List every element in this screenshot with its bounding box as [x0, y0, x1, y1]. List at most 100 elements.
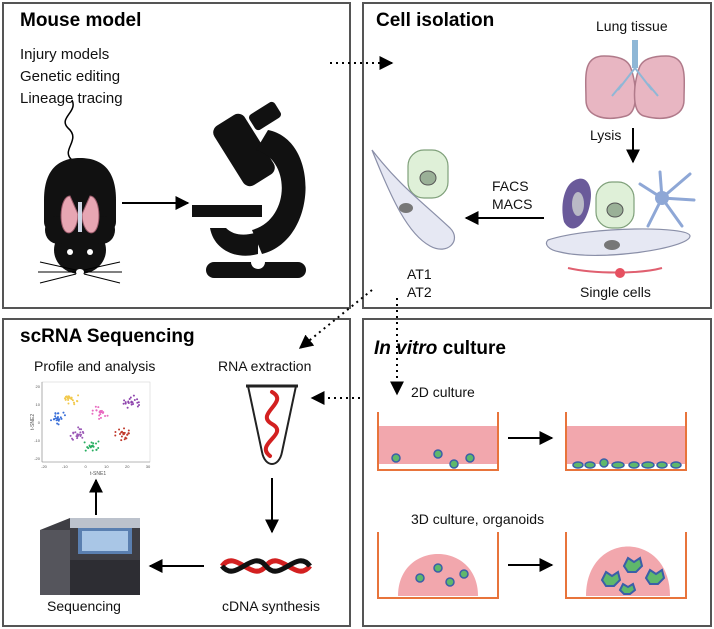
tsne-point — [66, 396, 69, 399]
tsne-point — [91, 444, 94, 447]
tsne-xtick-label: 30 — [146, 464, 151, 469]
tsne-point — [99, 416, 102, 419]
tsne-ytick-label: 0 — [38, 420, 41, 425]
tsne-point — [76, 433, 79, 436]
tsne-point — [129, 396, 132, 399]
tsne-point — [123, 431, 126, 434]
tsne-xtick-label: -10 — [62, 464, 69, 469]
tsne-ytick-label: 10 — [36, 402, 41, 407]
scrna-sequencing-title: scRNA Sequencing — [20, 326, 195, 347]
tsne-point — [95, 409, 98, 412]
sorting-labels: FACS MACS — [492, 177, 532, 213]
tsne-point — [123, 438, 126, 441]
tsne-point — [79, 431, 82, 434]
mouse-model-title: Mouse model — [20, 10, 142, 31]
mouse-illustration — [38, 99, 122, 284]
tsne-point — [77, 434, 80, 437]
tsne-point — [127, 429, 130, 432]
tsne-point — [123, 399, 126, 402]
well-3d-right — [565, 532, 687, 599]
tsne-point — [123, 427, 126, 430]
cdna-synthesis-label: cDNA synthesis — [222, 598, 321, 614]
rna-extraction-label: RNA extraction — [218, 358, 312, 374]
tsne-point — [81, 436, 84, 439]
tsne-point — [80, 428, 83, 431]
cell-isolation-title: Cell isolation — [376, 10, 495, 31]
tsne-point — [91, 412, 94, 415]
tsne-point — [75, 435, 78, 438]
tsne-point — [78, 428, 81, 431]
tsne-point — [86, 446, 89, 449]
tsne-point — [124, 401, 127, 404]
tsne-point — [76, 437, 79, 440]
tsne-point — [77, 426, 80, 429]
tsne-point — [56, 416, 59, 419]
tsne-point — [62, 411, 65, 414]
lysis-label: Lysis — [590, 127, 622, 143]
lung-icon — [584, 40, 686, 120]
tsne-point — [127, 400, 130, 403]
in-vitro-italic: In vitro — [374, 338, 438, 359]
tsne-point — [71, 438, 74, 441]
tsne-point — [54, 412, 57, 415]
mouse-model-list: Injury models Genetic editing Lineage tr… — [20, 44, 123, 110]
lung-tissue-label: Lung tissue — [596, 18, 668, 34]
tsne-point — [84, 449, 87, 452]
macs-label: MACS — [492, 196, 533, 212]
tsne-point — [138, 403, 141, 406]
tsne-point — [104, 415, 107, 418]
list-item: Genetic editing — [20, 68, 121, 85]
tsne-point — [67, 395, 70, 398]
tsne-point — [126, 433, 129, 436]
at-to-rna-arrow — [298, 289, 373, 349]
culture-3d-label: 3D culture, organoids — [411, 511, 545, 527]
tsne-point — [92, 442, 95, 445]
cell-types-labels: AT1 AT2 — [407, 265, 432, 301]
tsne-point — [122, 402, 125, 405]
tsne-point — [97, 446, 100, 449]
tsne-ytick-label: -10 — [34, 438, 41, 443]
tsne-point — [114, 431, 117, 434]
profile-analysis-label: Profile and analysis — [34, 358, 156, 374]
tsne-point — [64, 398, 67, 401]
tsne-xtick-label: 0 — [84, 464, 87, 469]
tsne-point — [82, 431, 85, 434]
tsne-xtick-label: -20 — [41, 464, 48, 469]
tsne-point — [94, 405, 97, 408]
tsne-ylabel: t-SNE2 — [30, 414, 36, 430]
tsne-point — [77, 394, 80, 397]
tsne-point — [124, 402, 127, 405]
well-2d-left — [377, 412, 499, 471]
tsne-point — [72, 432, 75, 435]
tsne-point — [99, 413, 102, 416]
tsne-point — [56, 422, 59, 425]
tsne-point — [136, 405, 139, 408]
facs-label: FACS — [492, 178, 529, 194]
tsne-point — [89, 446, 92, 449]
tsne-point — [73, 403, 76, 406]
at2-label: AT2 — [407, 284, 432, 300]
in-vitro-culture-title: In vitro culture — [374, 338, 506, 360]
tsne-point — [70, 396, 73, 399]
tsne-point — [72, 401, 75, 404]
tsne-point — [101, 412, 104, 415]
tube-icon — [246, 384, 298, 465]
tsne-point — [80, 433, 83, 436]
tsne-point — [54, 415, 57, 418]
tsne-point — [136, 401, 139, 404]
tsne-point — [127, 432, 130, 435]
culture-2d-label: 2D culture — [411, 384, 475, 400]
tsne-plot — [41, 381, 151, 463]
tsne-point — [98, 414, 101, 417]
tsne-point — [50, 419, 53, 422]
tsne-point — [128, 397, 131, 400]
microscope-icon — [192, 101, 306, 278]
tsne-point — [114, 434, 117, 437]
tsne-point — [119, 432, 122, 435]
tsne-point — [98, 417, 101, 420]
tsne-point — [63, 414, 66, 417]
tsne-point — [132, 394, 135, 397]
